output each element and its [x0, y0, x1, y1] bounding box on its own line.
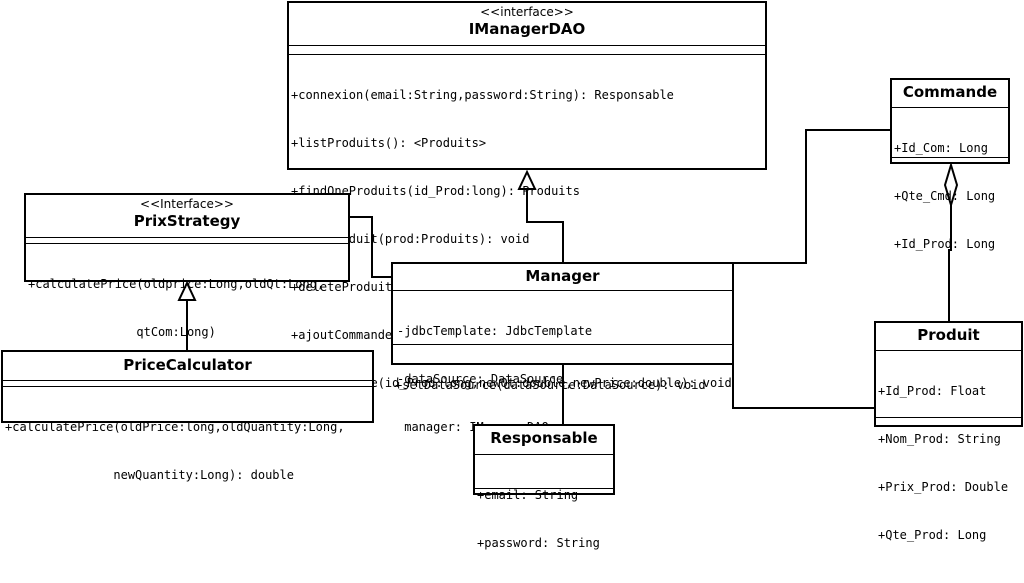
attributes-compartment [289, 45, 765, 46]
class-name: PriceCalculator [123, 356, 252, 374]
method: +findOneProduits(id_Prod:long): Produits [291, 184, 580, 198]
attribute: +Qte_Prod: Long [878, 528, 987, 542]
attributes-compartment: -jdbcTemplate: JdbcTemplate -dataSource:… [393, 290, 732, 467]
method: +setDataSource(dataSource:DataSource): v… [395, 378, 706, 392]
method: +calculatePrice(oldPrice:long,oldQuantit… [5, 420, 345, 434]
realization-arrowhead-imanagerdao [517, 169, 537, 190]
attribute: +Id_Prod: Float [878, 384, 987, 398]
aggregation-diamond-commande [943, 161, 959, 209]
method: +calculatePrice(oldprice:Long,oldQt:Long… [28, 277, 325, 291]
attribute: +password: String [477, 536, 600, 550]
attributes-compartment [3, 380, 372, 381]
class-produit[interactable]: Produit +Id_Prod: Float +Nom_Prod: Strin… [874, 321, 1023, 542]
class-name: PrixStrategy [133, 212, 241, 230]
class-imanagerdao[interactable]: <<interface>> IManagerDAO +connexion(ema… [287, 1, 767, 390]
manager-implements-imanagerdao-line [526, 189, 564, 262]
method: +connexion(email:String,password:String)… [291, 88, 674, 102]
class-pricecalculator[interactable]: PriceCalculator +calculatePrice(oldPrice… [1, 350, 374, 482]
attribute: +Prix_Prod: Double [878, 480, 1009, 494]
methods-compartment [876, 417, 1021, 418]
attributes-compartment: +Id_Prod: Float +Nom_Prod: String +Prix_… [876, 350, 1021, 575]
attribute: -dataSource: DataSource [397, 372, 564, 386]
realization-arrowhead-prixstrategy [177, 280, 197, 301]
methods-compartment: +calculatePrice(oldprice:Long,oldQt:Long… [26, 243, 348, 372]
class-manager[interactable]: Manager -jdbcTemplate: JdbcTemplate -dat… [391, 262, 734, 434]
method: qtCom:Long) [28, 325, 216, 339]
attribute: +Nom_Prod: String [878, 432, 1001, 446]
class-name: Responsable [490, 429, 598, 447]
methods-compartment [892, 157, 1008, 158]
attribute: +Qte_Cmd: Long [894, 189, 996, 203]
method: +updatePrice(id_Prod:long,newQt:double,n… [291, 376, 732, 390]
attributes-compartment: +email: String +password: String [475, 454, 613, 583]
attribute: +email: String [477, 488, 579, 502]
methods-compartment: +calculatePrice(oldPrice:long,oldQuantit… [3, 386, 372, 515]
class-name: Manager [525, 267, 600, 285]
class-name: Produit [917, 326, 980, 344]
class-commande[interactable]: Commande +Id_Com: Long +Qte_Cmd: Long +I… [890, 78, 1010, 251]
prixstrategy-manager-line [349, 216, 392, 278]
attribute: +Id_Com: Long [894, 141, 988, 155]
attribute: -jdbcTemplate: JdbcTemplate [397, 324, 593, 338]
method: +saveProduit(prod:Produits): void [291, 232, 530, 246]
stereotype-label: <<Interface>> [140, 197, 234, 211]
class-responsable[interactable]: Responsable +email: String +password: St… [473, 424, 615, 550]
attribute: +Id_Prod: Long [894, 237, 996, 251]
connectors [177, 129, 959, 425]
methods-compartment [475, 488, 613, 489]
manager-commande-line [733, 129, 891, 264]
class-name: Commande [902, 83, 998, 101]
class-name: IManagerDAO [468, 20, 586, 38]
class-prixstrategy[interactable]: <<Interface>> PrixStrategy +calculatePri… [24, 193, 350, 339]
stereotype-label: <<interface>> [480, 5, 574, 19]
methods-compartment: +setDataSource(dataSource:DataSource): v… [393, 344, 732, 425]
attributes-compartment: +Id_Com: Long +Qte_Cmd: Long +Id_Prod: L… [892, 107, 1008, 284]
method: newQuantity:Long): double [5, 468, 294, 482]
method: +listProduits(): <Produits> [291, 136, 487, 150]
attributes-compartment [26, 237, 348, 238]
commande-produit-aggregation-line [948, 205, 952, 321]
